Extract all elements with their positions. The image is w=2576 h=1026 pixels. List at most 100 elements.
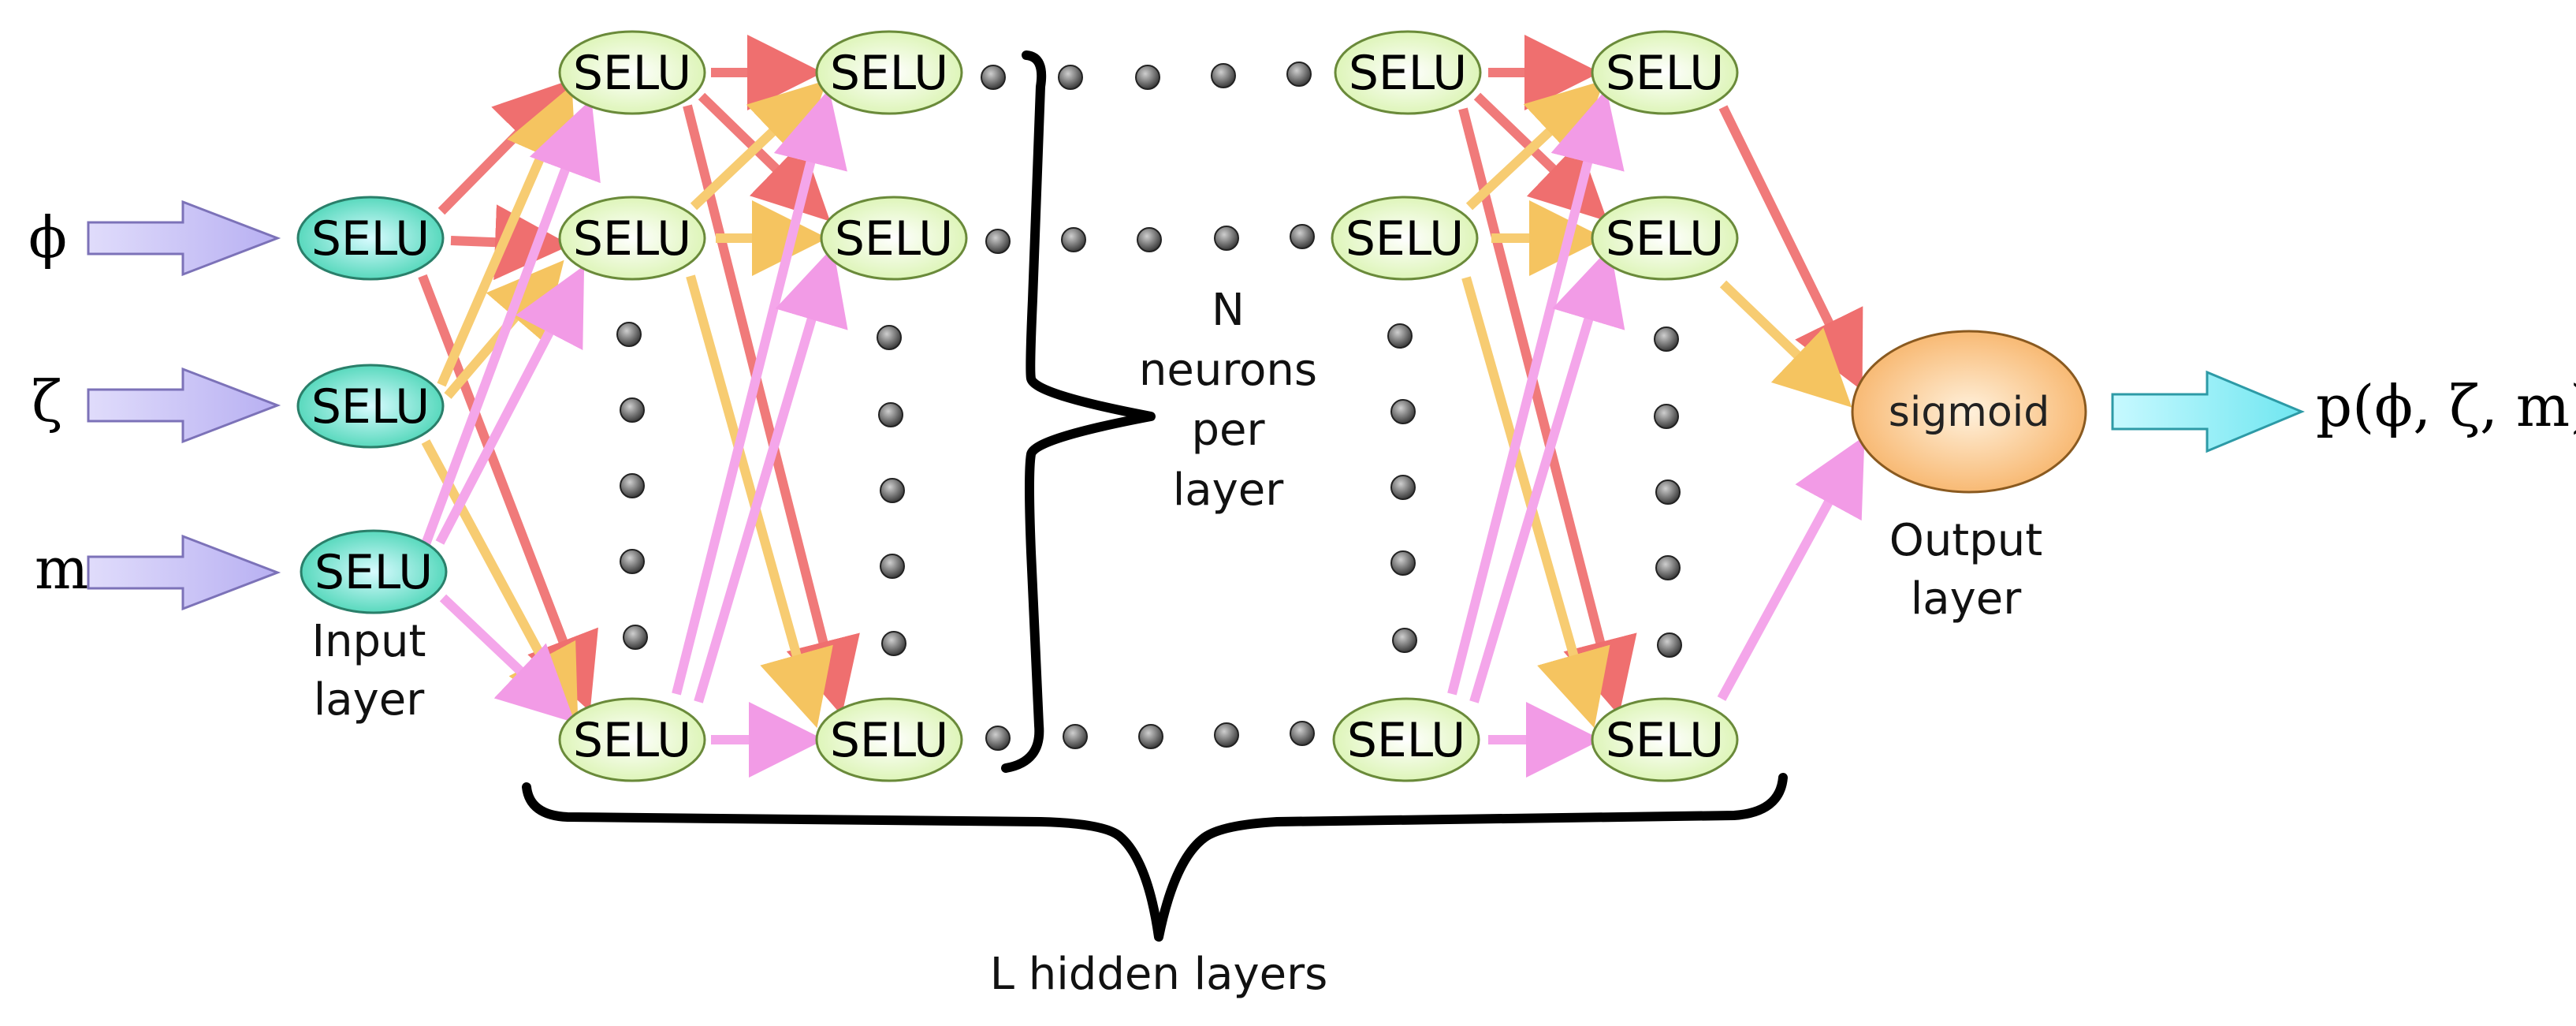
node-label: SELU [573,211,691,267]
ellipsis-dot [1655,479,1681,505]
hidden-node [558,30,706,115]
edge [421,99,601,547]
node-label: SELU [573,713,691,768]
node-label: SELU [835,211,953,267]
edge [1461,276,1610,729]
ellipsis-dot [1392,628,1417,653]
hidden-node [1591,196,1739,281]
input-layer: SELU SELU SELU [296,196,448,614]
output-layer-label: layer [1911,573,2022,625]
ellipsis-dot [1390,475,1416,500]
hidden-node [820,196,968,281]
ellipsis-dot [1058,65,1083,90]
ellipsis-dot [880,554,905,579]
hidden-node [1334,30,1482,115]
node-label: SELU [311,379,430,435]
neurons-label: layer [1173,464,1284,516]
connection-edges [418,35,1865,778]
edge [1719,280,1852,408]
hidden-layer-1: SELU SELU SELU [558,30,706,782]
node-label: sigmoid [1889,389,2049,436]
ellipsis-dot [1063,724,1088,749]
node-label: SELU [1606,211,1724,267]
node-label: SELU [573,46,691,101]
ellipsis-dot [1390,399,1416,424]
hidden-node [815,30,963,115]
hidden-node [815,697,963,782]
ellipsis-dot [985,229,1011,254]
vertical-ellipsis-dots [616,322,1682,658]
edge [694,246,848,703]
ellipsis-dot [1061,227,1086,252]
node-label: SELU [1349,46,1467,101]
edge [418,274,598,712]
hidden-node [1332,697,1480,782]
ellipsis-dot [1654,326,1679,352]
input-arrows [87,200,281,611]
ellipsis-dot [620,549,645,574]
ellipsis-dot [616,322,642,347]
node-label: SELU [1606,713,1724,768]
ellipsis-dot [1290,224,1315,249]
neurons-label: neurons [1139,345,1317,396]
ellipsis-dot [1286,62,1312,87]
hidden-node [558,697,706,782]
node-label: SELU [311,211,430,267]
ellipsis-dot [620,397,645,423]
edge [672,88,847,696]
ellipsis-dot [880,478,905,503]
input-node [296,196,445,281]
input-layer-label: layer [314,674,425,726]
hidden-node [1591,697,1739,782]
ellipsis-dot [1655,555,1681,580]
ellipsis-dot [878,402,903,427]
output-layer: sigmoid [1851,330,2087,494]
neurons-label: per [1191,405,1265,456]
ellipsis-dot [1214,226,1239,251]
input-arrow-zeta [87,367,281,444]
input-arrow-m [87,534,281,611]
edge [683,104,860,716]
input-symbol-zeta: ζ [32,368,62,435]
input-symbol-phi: ϕ [28,204,67,270]
edge [1717,435,1865,701]
node-label: SELU [1606,46,1724,101]
input-node [296,364,445,449]
edge [439,594,575,723]
ellipsis-dot [1211,63,1236,88]
neurons-label: N [1212,285,1245,336]
ellipsis-dot [1657,632,1682,658]
neurons-brace [1001,50,1156,773]
edge [1718,105,1863,391]
hidden-layer-l-minus-1: SELU SELU SELU [1331,30,1482,782]
node-label: SELU [315,545,433,600]
ellipsis-dot [985,726,1011,751]
hidden-layer-2: SELU SELU SELU [815,30,968,782]
ellipsis-dot [623,625,648,650]
ellipsis-dot [981,65,1006,90]
input-layer-label: Input [311,616,426,667]
output-arrow [2111,370,2305,453]
node-label: SELU [1346,211,1464,267]
ellipsis-dot [881,631,906,656]
node-label: SELU [1347,713,1465,768]
edge [1469,247,1625,703]
ellipsis-dot [1137,227,1162,252]
edge [1458,107,1637,716]
output-node [1851,330,2087,494]
ellipsis-dot [1654,404,1679,429]
hidden-layer-l: SELU SELU SELU [1591,30,1739,782]
hidden-node [1591,30,1739,115]
input-symbol-m: m [35,535,88,602]
ellipsis-dot [1214,722,1239,748]
edge [686,274,833,729]
ellipsis-dot [877,325,902,350]
ellipsis-dot [1138,724,1163,749]
hidden-node [558,196,706,281]
ellipsis-dot [620,473,645,498]
ellipsis-dot [1290,721,1315,746]
node-label: SELU [830,46,948,101]
node-label: SELU [830,713,948,768]
output-layer-label: Output [1889,515,2043,566]
